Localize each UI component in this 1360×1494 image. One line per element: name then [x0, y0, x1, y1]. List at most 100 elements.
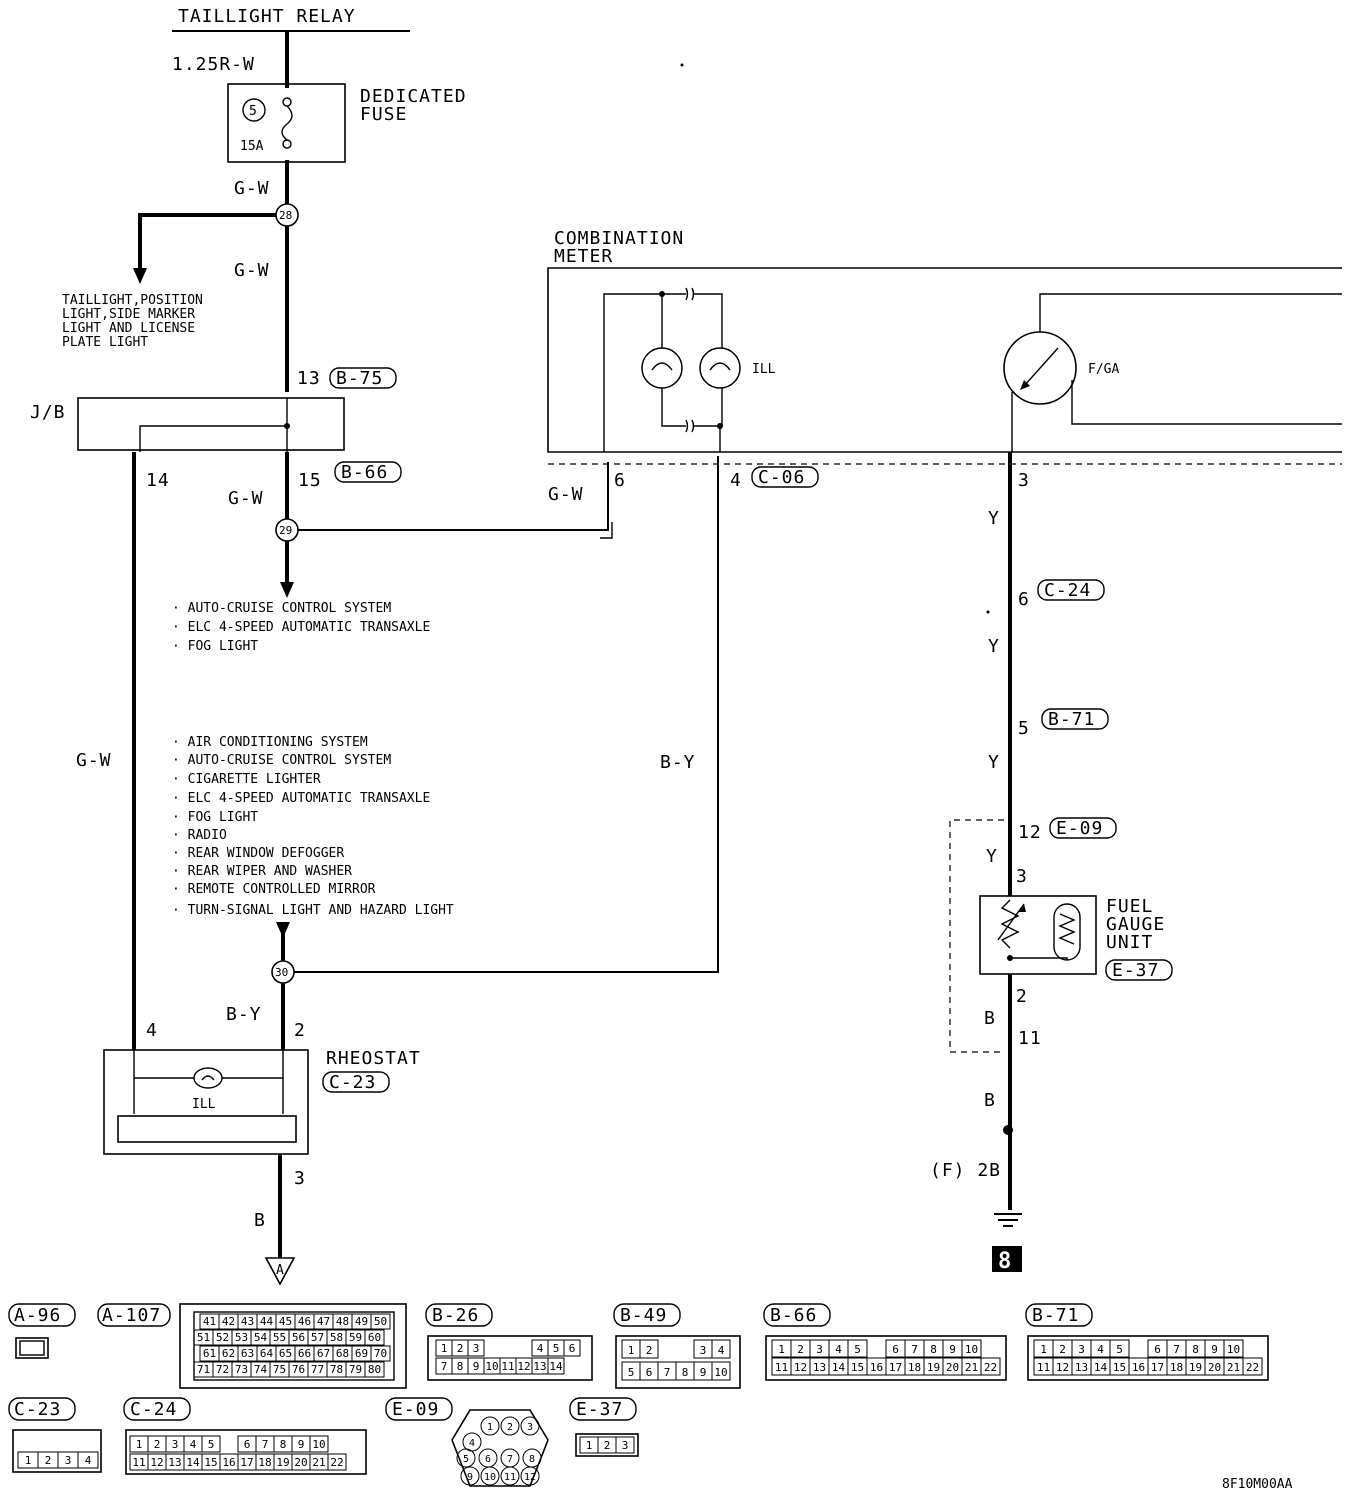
connector-pin-number: 2: [45, 1454, 52, 1467]
meter-ill-label: ILL: [752, 362, 776, 377]
connector-pin-number: 9: [700, 1366, 707, 1379]
wire-label-y-a: Y: [988, 508, 1000, 529]
meter-pin-4: 4: [730, 470, 742, 491]
connector-pin-number: 2: [646, 1344, 653, 1357]
junction-block: [77, 397, 345, 451]
connector-pin-number: 15: [1113, 1361, 1126, 1374]
connector-pin-number: 7: [262, 1438, 269, 1451]
wire-label-b-a: B: [254, 1210, 266, 1231]
connector-pin: [1242, 1357, 1263, 1376]
connector-pin-number: 12: [794, 1361, 807, 1374]
connector-pin-number: 61: [203, 1347, 216, 1360]
wire-label-gw-e: G-W: [76, 750, 112, 771]
combination-meter-box: [547, 267, 1342, 453]
connector-pin-number: 47: [317, 1315, 330, 1328]
connector-pin-number: 78: [330, 1363, 343, 1376]
connector-pin-number: 70: [374, 1347, 387, 1360]
ground-junction: [1003, 1125, 1013, 1135]
connector-pin-number: 53: [235, 1331, 248, 1344]
connector-pin-number: 19: [276, 1456, 289, 1469]
connector-pin-number: 10: [312, 1438, 325, 1451]
dest2-line3: · CIGARETTE LIGHTER: [172, 772, 321, 787]
connector-pin-number: 6: [892, 1343, 899, 1356]
connector-pin-number: 12: [517, 1360, 530, 1373]
connector-pin-number: 14: [186, 1456, 200, 1469]
connector-pin: [711, 1339, 731, 1359]
wire-29-meter: [287, 462, 609, 531]
fuse-label-line1: DEDICATED: [360, 86, 467, 107]
connector-pin-number: 54: [254, 1331, 268, 1344]
connector-pin-number: 6: [1154, 1343, 1161, 1356]
connector-pin-number: 69: [355, 1347, 368, 1360]
meter-label-line2: METER: [554, 246, 613, 267]
arrow-dest-2: [276, 922, 290, 938]
connector-pin-number: 62: [222, 1347, 235, 1360]
connector-pin-number: 2: [507, 1422, 513, 1433]
connector-pin-number: 19: [1189, 1361, 1202, 1374]
connector-pin-number: 17: [889, 1361, 902, 1374]
fuel-unit-pin-2: 2: [1016, 986, 1028, 1007]
connector-pin-number: 1: [25, 1454, 32, 1467]
svg-text:30: 30: [275, 966, 288, 979]
connector-pin-number: 7: [441, 1360, 448, 1373]
connector-pin-number: 4: [1097, 1343, 1104, 1356]
dest2-line1: · AIR CONDITIONING SYSTEM: [172, 735, 368, 750]
fuel-gauge-icon: [1003, 331, 1077, 405]
connector-a96: A-96: [8, 1303, 76, 1327]
connector-pin-number: 80: [368, 1363, 381, 1376]
wire-label-by-a: B-Y: [660, 752, 696, 773]
connector-pin-number: 10: [965, 1343, 978, 1356]
connector-pin: [1109, 1339, 1130, 1358]
svg-text:C-06: C-06: [758, 467, 805, 488]
connector-pin-number: 51: [197, 1331, 210, 1344]
connector-pin-number: 13: [1075, 1361, 1088, 1374]
jb-conn-b75: B-75: [329, 367, 397, 389]
connector-pin-number: 4: [85, 1454, 92, 1467]
connector-pin-number: 11: [775, 1361, 788, 1374]
connector-pin-number: 18: [258, 1456, 271, 1469]
connector-pin-number: 59: [349, 1331, 362, 1344]
fuel-pin-e09b: 11: [1018, 1028, 1042, 1049]
connector-pin-number: 7: [911, 1343, 918, 1356]
connector-pin-number: 6: [646, 1366, 653, 1379]
connector-pin: [711, 1361, 731, 1381]
connector-pin-number: 45: [279, 1315, 292, 1328]
fuse-number: 5: [249, 104, 257, 119]
connector-pin-number: 21: [1227, 1361, 1240, 1374]
connector-pin-number: 5: [463, 1454, 469, 1465]
fuel-unit-pin-3: 3: [1016, 866, 1028, 887]
connector-pin-number: 73: [235, 1363, 248, 1376]
connector-pin: [520, 1466, 540, 1486]
connector-pin-number: 5: [208, 1438, 215, 1451]
dest1-line2: · ELC 4-SPEED AUTOMATIC TRANSAXLE: [172, 620, 430, 635]
taillight-dest-line4: PLATE LIGHT: [62, 335, 148, 350]
jb-label: J/B: [30, 402, 66, 423]
connector-pin-number: 18: [908, 1361, 921, 1374]
svg-text:28: 28: [279, 209, 292, 222]
connector-pin-number: 57: [311, 1331, 324, 1344]
connector-pin-number: 42: [222, 1315, 235, 1328]
rheostat-pin-3: 3: [294, 1168, 306, 1189]
svg-text:E-37: E-37: [1112, 960, 1159, 981]
wire-label-b-c: B: [984, 1090, 996, 1111]
svg-text:B-75: B-75: [336, 368, 383, 389]
connector-pin: [77, 1451, 99, 1469]
connector-pin-number: 12: [1056, 1361, 1069, 1374]
connector-pin: [364, 1329, 385, 1346]
connector-pin-number: 4: [835, 1343, 842, 1356]
connector-pin-number: 10: [714, 1366, 727, 1379]
arrow-taillight: [133, 268, 147, 284]
meter-conn-c06: C-06: [751, 466, 819, 488]
connector-pin-number: 6: [244, 1438, 251, 1451]
connector-pin-number: 3: [473, 1342, 480, 1355]
connector-pin: [615, 1436, 635, 1454]
rheostat-resistor: [117, 1115, 297, 1143]
ground-label: (F) 2B: [930, 1160, 1001, 1181]
jb-conn-b66: B-66: [334, 461, 402, 483]
